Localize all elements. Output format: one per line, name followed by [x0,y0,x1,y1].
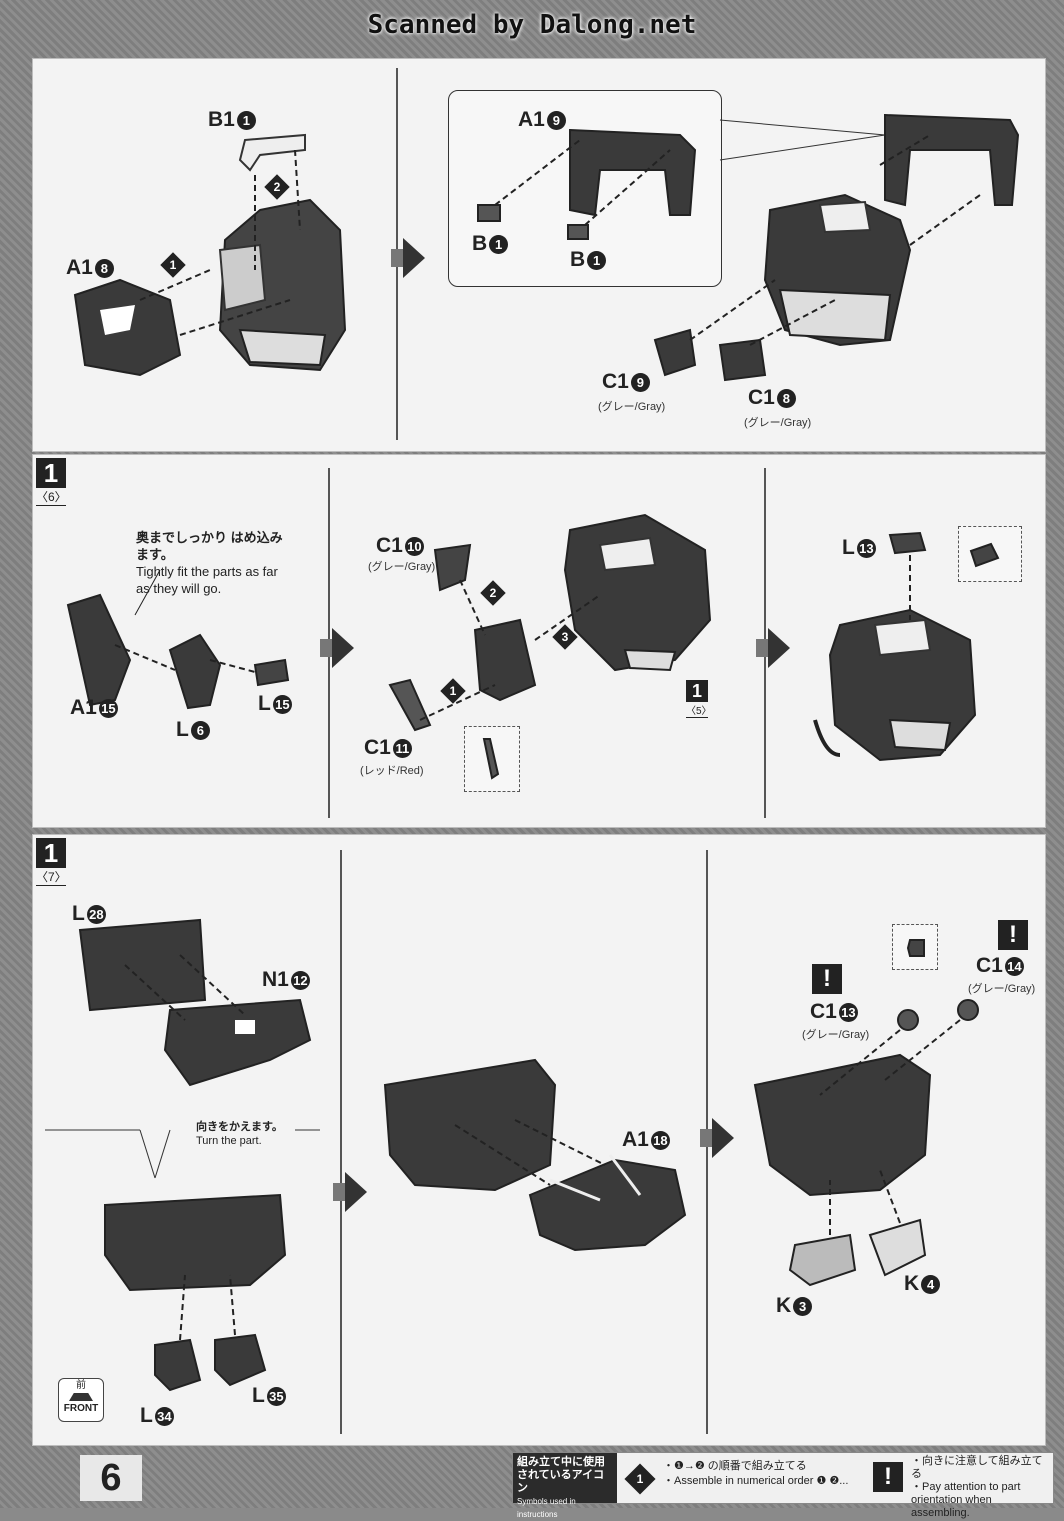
next-step-arrow-icon [391,238,425,278]
orientation-warning-icon: ! [873,1462,903,1492]
legend-order: ・❶→❷ の順番で組み立てる ・Assemble in numerical or… [663,1460,849,1487]
step-order-3-icon: 3 [552,624,578,650]
inset-pointer [719,119,886,161]
part-detail-icon [482,738,500,780]
part-detail-icon [906,939,925,957]
next-step-arrow-icon [320,628,354,668]
watermark: Scanned by Dalong.net [367,10,697,40]
front-indicator: 前 FRONT [58,1378,104,1422]
next-step-arrow-icon [700,1118,734,1158]
part-illustration [383,1058,687,1252]
color-note: (グレー/Gray) [802,1029,870,1041]
step-order-2-icon: 2 [264,174,290,200]
step-order-icon: 1 [624,1463,656,1495]
next-step-arrow-icon [333,1172,367,1212]
color-note: (グレー/Gray) [744,417,812,429]
color-note: (グレー/Gray) [368,561,436,573]
part-illustration [753,999,979,1287]
reference-step-badge: 1〈5〉 [686,680,712,718]
callout-pointer [45,1129,320,1179]
color-note: (レッド/Red) [360,765,424,777]
front-label-en: FRONT [63,1403,99,1414]
legend-title: 組み立て中に使用されているアイコン Symbols used in instru… [513,1453,617,1519]
part-illustration [66,569,290,710]
color-note: (グレー/Gray) [598,401,666,413]
part-illustration [813,531,977,762]
page-number: 6 [80,1455,142,1501]
step-order-1-icon: 1 [160,252,186,278]
icon-legend: 組み立て中に使用されているアイコン Symbols used in instru… [512,1452,1054,1519]
step-order-2-icon: 2 [480,580,506,606]
next-step-arrow-icon [756,628,790,668]
part-illustration [73,133,347,377]
assembly-note: 奥までしっかり はめ込みます。 Tightly fit the parts as… [136,530,283,596]
orientation-warning-icon: ! [998,920,1028,950]
front-shape-icon [69,1393,93,1401]
legend-warning: ・向きに注意して組み立てる ・Pay attention to part ori… [911,1455,1043,1519]
part-illustration [477,128,697,240]
orientation-warning-icon: ! [812,964,842,994]
part-illustration [388,513,712,732]
part-illustration [104,1193,287,1392]
part-illustration [653,113,1020,382]
part-detail-icon [969,542,1000,568]
color-note: (グレー/Gray) [968,983,1036,995]
step-badge: 1〈7〉 [36,838,67,886]
step-order-1-icon: 1 [440,678,466,704]
step-badge: 1〈6〉 [36,458,67,506]
part-illustration [78,918,312,1087]
front-label-jp: 前 [76,1380,86,1391]
divider [340,850,342,1434]
turn-note: 向きをかえます。 Turn the part. [196,1121,283,1147]
